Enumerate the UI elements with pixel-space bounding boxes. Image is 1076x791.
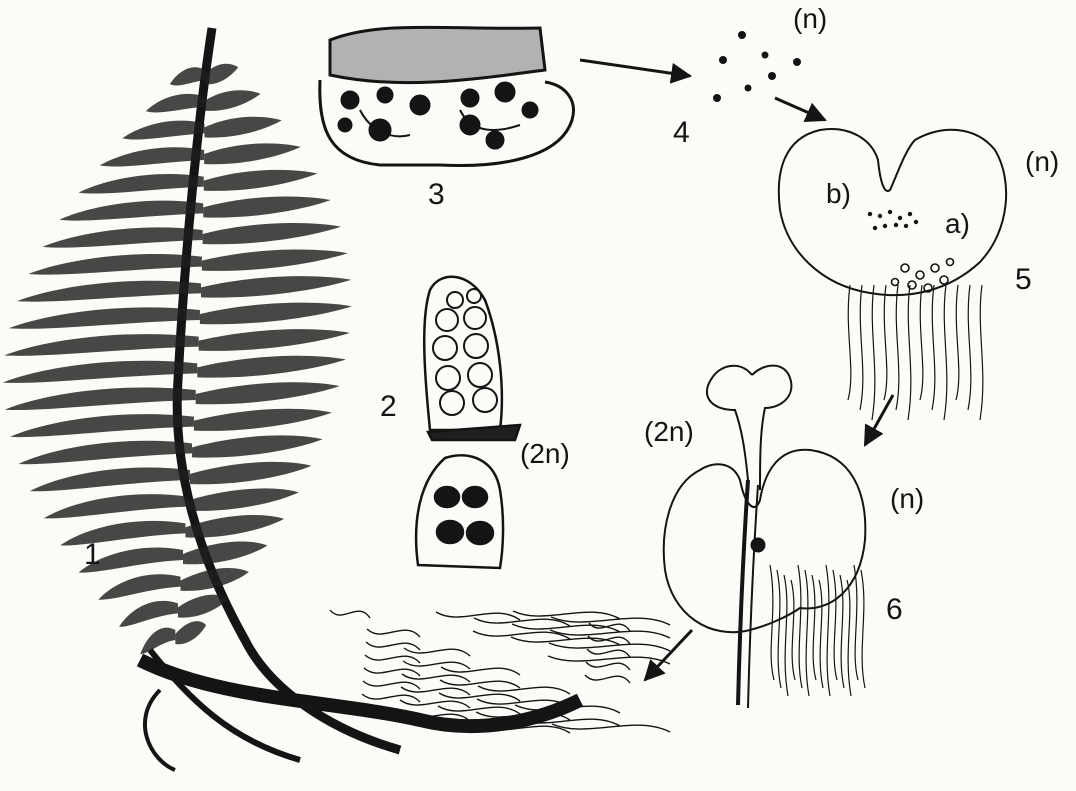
spores-icon — [713, 31, 801, 102]
ploidy-prothallus-base-label: (n) — [890, 485, 924, 513]
ploidy-sporangium-label: (2n) — [520, 440, 570, 468]
fern-frond-icon — [3, 28, 670, 770]
stage-1-label: 1 — [84, 540, 101, 570]
sporangium-icon — [416, 277, 520, 568]
ploidy-spores-label: (n) — [793, 5, 827, 33]
ploidy-prothallus-label: (n) — [1025, 148, 1059, 176]
stage-6-label: 6 — [886, 595, 903, 625]
sorus-icon — [320, 27, 574, 165]
stage-4-label: 4 — [673, 118, 690, 148]
part-b-label: b) — [826, 180, 851, 208]
stage-3-label: 3 — [428, 180, 445, 210]
arrow-icon — [580, 60, 893, 680]
part-a-label: a) — [945, 210, 970, 238]
prothallus-icon — [779, 129, 1006, 420]
stage-2-label: 2 — [380, 392, 397, 422]
stage-5-label: 5 — [1015, 265, 1032, 295]
ploidy-young-sporophyte-label: (2n) — [644, 418, 694, 446]
young-sporophyte-icon — [664, 366, 866, 708]
